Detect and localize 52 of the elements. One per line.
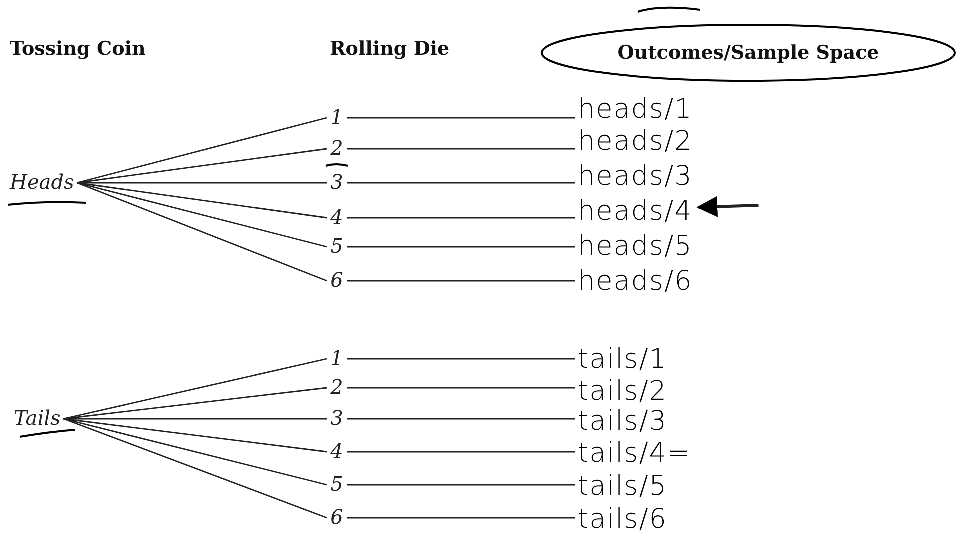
branch-line <box>347 484 575 486</box>
branch-line <box>77 148 328 184</box>
branch-line <box>347 358 575 360</box>
arrow <box>696 196 759 218</box>
die-number: 3 <box>330 408 344 428</box>
branch-line <box>64 418 328 486</box>
branch-line <box>347 387 575 389</box>
handwritten-outcome: heads/5 <box>578 233 693 260</box>
die-number: 4 <box>330 441 344 461</box>
handwritten-outcome: heads/6 <box>578 268 693 295</box>
branch-line <box>347 280 575 282</box>
handwritten-outcome: heads/3 <box>578 163 693 190</box>
handwritten-outcome: heads/4 <box>578 198 693 225</box>
branch-line <box>347 217 575 219</box>
die-number: 6 <box>330 270 344 290</box>
die-number: 1 <box>330 348 344 368</box>
die-number: 5 <box>330 474 344 494</box>
handwritten-outcome: tails/1 <box>578 346 668 373</box>
branch-line <box>77 182 328 219</box>
coin-outcome-label: Tails <box>14 408 61 428</box>
branch-line <box>64 387 328 420</box>
handwritten-outcome: tails/4= <box>578 440 692 467</box>
branch-line <box>347 148 575 150</box>
branch-line <box>347 182 575 184</box>
branch-line <box>64 358 328 420</box>
column-heading: Rolling Die <box>330 38 450 60</box>
handwritten-outcome: heads/1 <box>578 96 693 123</box>
die-number: 6 <box>330 507 344 527</box>
handwritten-outcome: tails/6 <box>578 506 668 533</box>
circled-heading: Outcomes/Sample Space <box>540 22 957 84</box>
die-number: 4 <box>330 207 344 227</box>
branch-line <box>64 418 328 519</box>
coin-outcome-label: Heads <box>10 172 74 192</box>
column-heading: Tossing Coin <box>10 38 146 60</box>
handwritten-outcome: tails/3 <box>578 408 668 435</box>
handwritten-outcome: tails/5 <box>578 473 668 500</box>
branch-line <box>347 517 575 519</box>
die-number: 5 <box>330 236 344 256</box>
branch-line <box>347 451 575 453</box>
branch-line <box>77 117 328 184</box>
branch-line <box>77 182 328 248</box>
die-number: 3 <box>330 172 344 192</box>
branch-line <box>347 246 575 248</box>
die-number: 1 <box>330 107 344 127</box>
branch-line <box>64 418 328 453</box>
handwritten-outcome: heads/2 <box>578 128 693 155</box>
branch-line <box>77 182 328 282</box>
die-number: 2 <box>330 377 344 397</box>
branch-line <box>347 418 575 420</box>
handwritten-outcome: tails/2 <box>578 378 668 405</box>
branch-line <box>347 117 575 119</box>
die-number: 2 <box>330 138 344 158</box>
